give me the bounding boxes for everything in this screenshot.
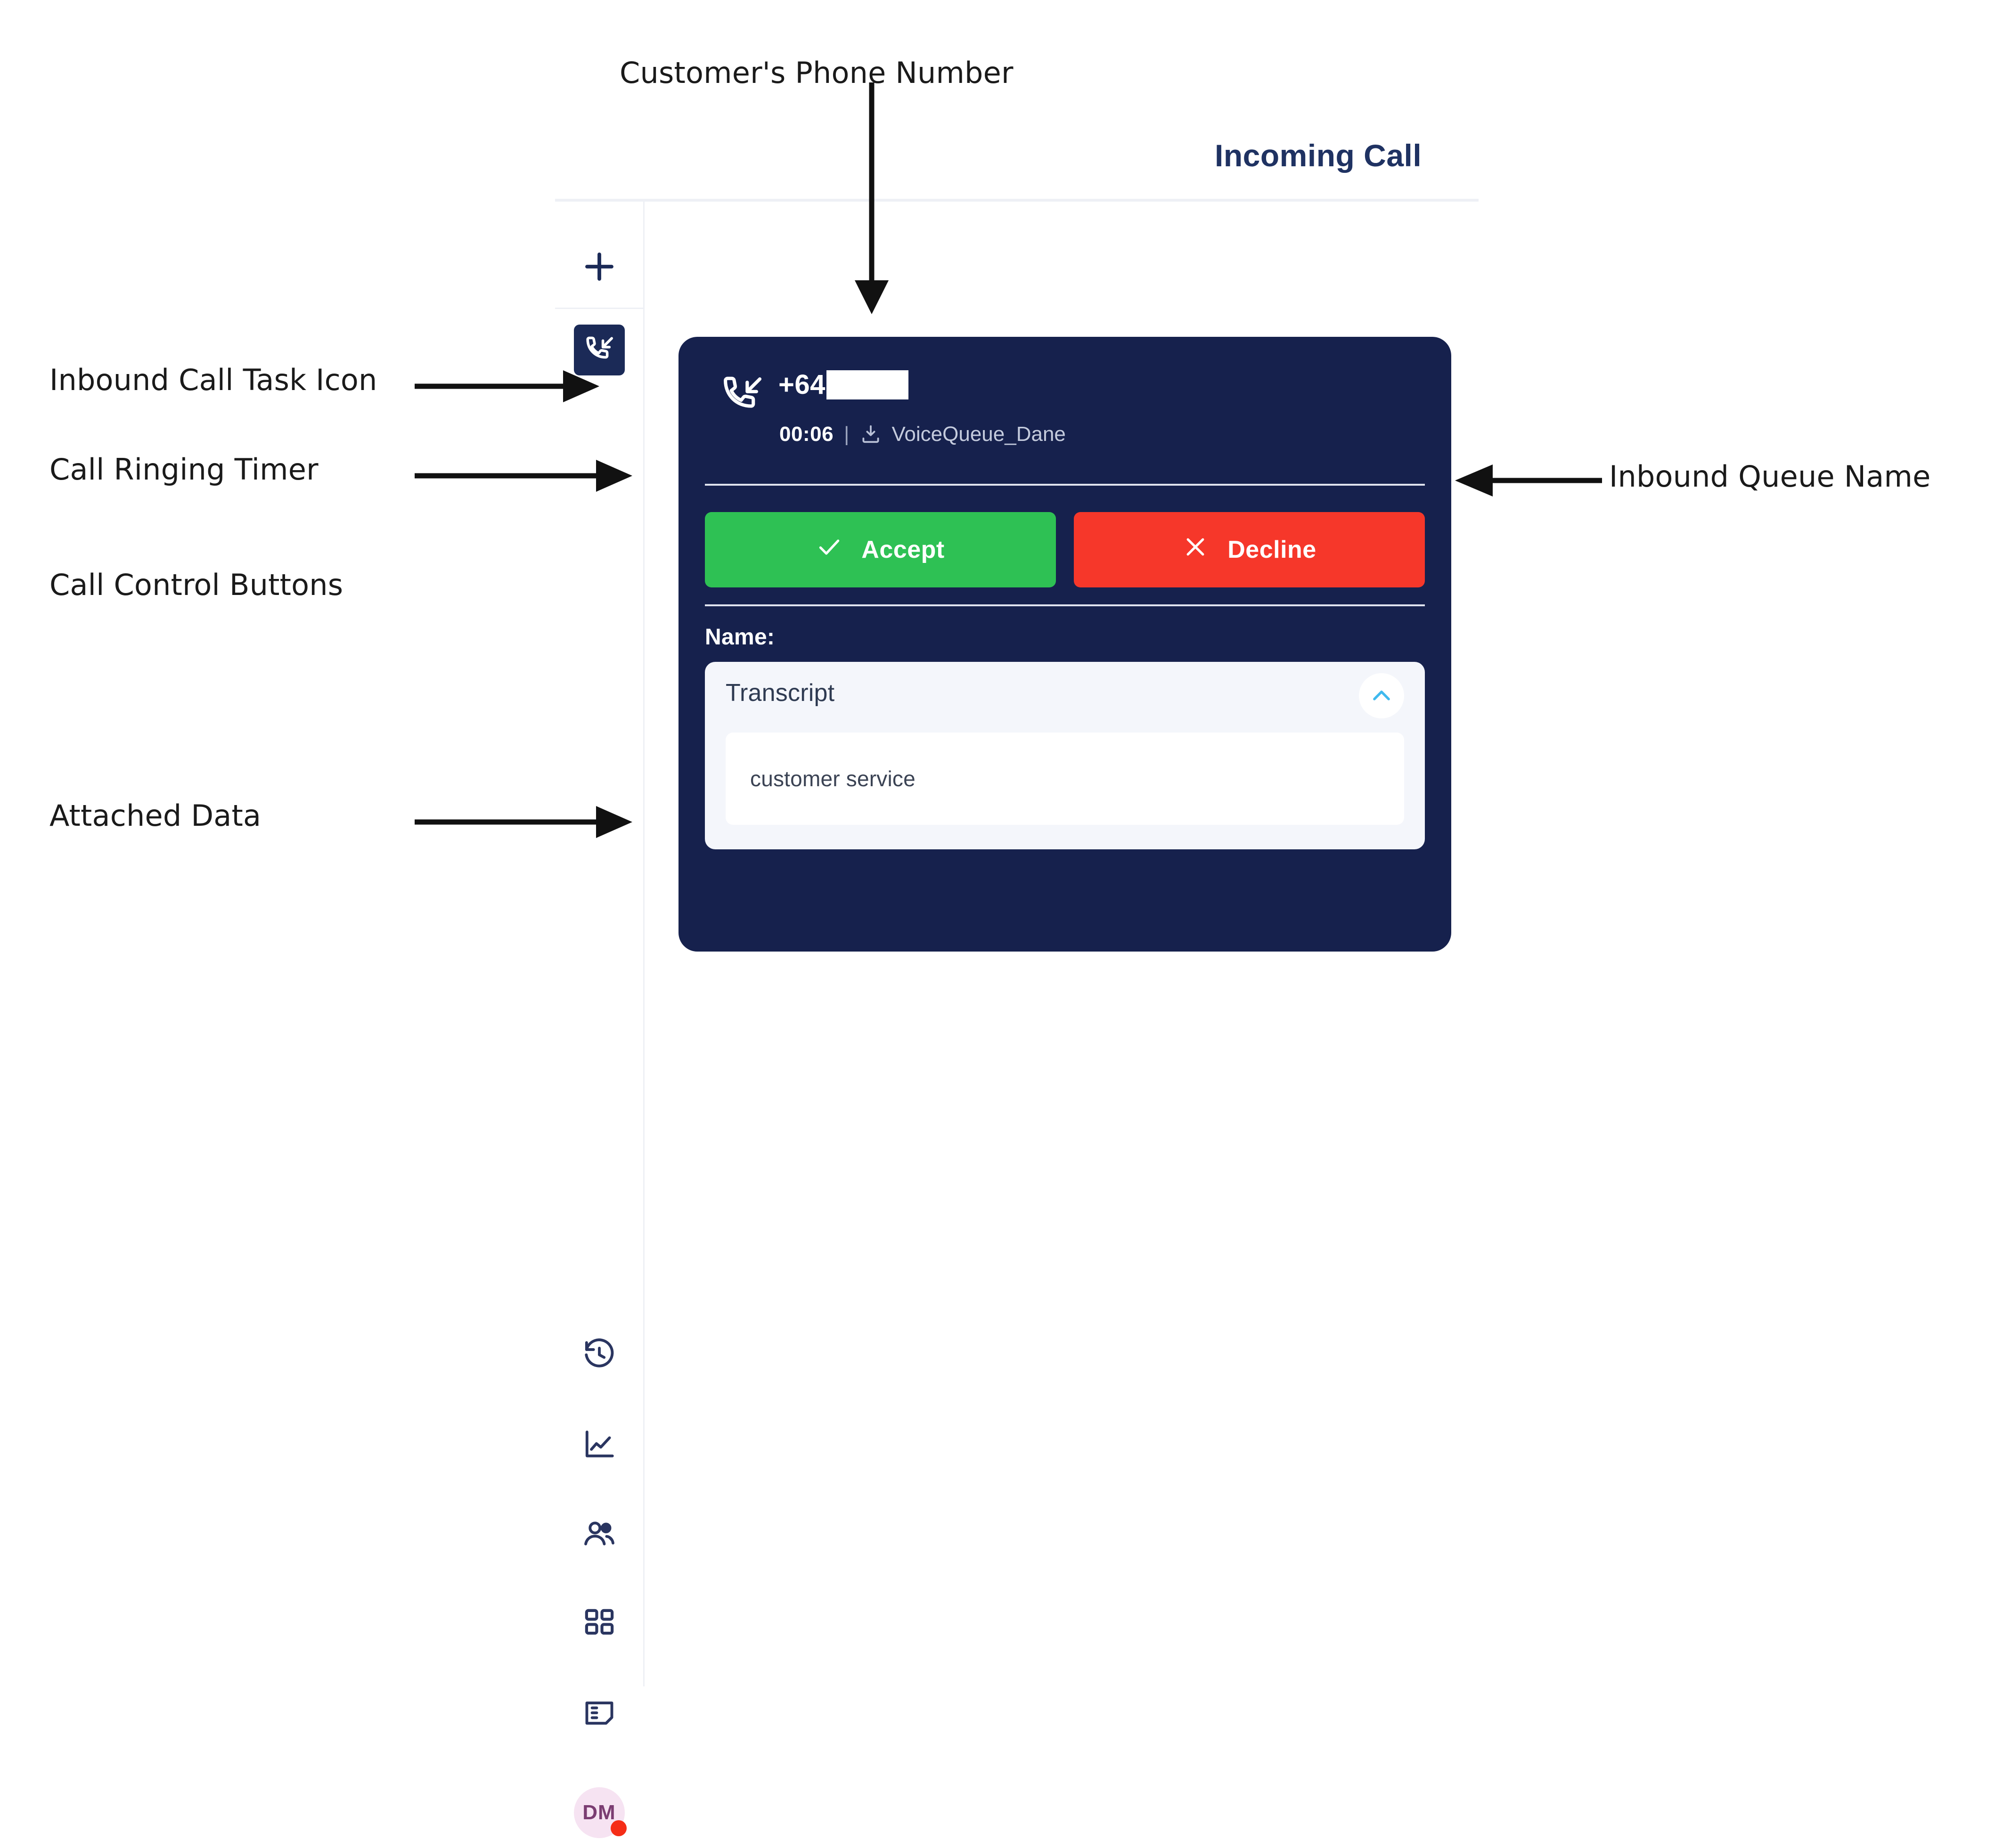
close-icon (1182, 534, 1209, 566)
accept-button[interactable]: Accept (705, 512, 1056, 587)
card-divider-bottom (705, 604, 1425, 606)
call-meta-row: 00:06 | VoiceQueue_Dane (779, 423, 1066, 446)
annotation-inbound-call-task-icon: Inbound Call Task Icon (49, 363, 377, 397)
card-divider-top (705, 484, 1425, 486)
annotation-arrow-right-3 (415, 806, 632, 838)
transcript-title: Transcript (726, 679, 835, 707)
attached-data-label: Name: (705, 625, 775, 650)
task-sidebar: DM (555, 202, 645, 1838)
meta-separator: | (844, 423, 850, 446)
attached-data-panel: Transcript customer service (705, 662, 1425, 849)
people-icon (582, 1516, 617, 1554)
annotation-inbound-queue-name: Inbound Queue Name (1609, 459, 1931, 494)
inbound-call-icon (719, 372, 766, 419)
annotation-arrow-right-1 (415, 370, 599, 402)
annotation-arrow-left (1455, 464, 1602, 497)
transcript-header: Transcript (726, 673, 1404, 718)
avatar-circle: DM (573, 1787, 627, 1838)
chevron-up-icon[interactable] (1359, 673, 1404, 718)
annotation-call-control-buttons: Call Control Buttons (49, 568, 343, 602)
panel-top-rule (555, 199, 1479, 200)
download-icon (859, 423, 882, 446)
incoming-call-card: +64 00:06 | VoiceQueue_Dane A (679, 337, 1451, 952)
annotation-customer-phone-number: Customer's Phone Number (620, 56, 1014, 90)
sidebar-item-inbound-call-task[interactable] (555, 312, 643, 388)
phone-number-text: +64 (778, 369, 826, 400)
sidebar-item-apps[interactable] (555, 1596, 643, 1653)
transcript-value-box: customer service (726, 733, 1404, 825)
decline-button[interactable]: Decline (1074, 512, 1425, 587)
annotation-attached-data: Attached Data (49, 798, 262, 833)
add-task-button[interactable] (555, 228, 643, 309)
avatar[interactable]: DM (555, 1777, 643, 1848)
annotation-arrow-right-2 (415, 460, 632, 492)
inbound-call-icon (573, 325, 625, 375)
transcript-value: customer service (750, 766, 916, 791)
sidebar-item-contacts[interactable] (555, 1506, 643, 1563)
inbound-queue-name: VoiceQueue_Dane (891, 423, 1066, 446)
accept-label: Accept (861, 536, 945, 563)
call-card-header: +64 00:06 | VoiceQueue_Dane (679, 337, 1451, 462)
sidebar-item-reports[interactable] (555, 1417, 643, 1474)
line-chart-icon (582, 1427, 617, 1464)
page-title: Incoming Call (1215, 138, 1422, 173)
avatar-initials: DM (582, 1801, 616, 1824)
plus-icon (581, 248, 618, 287)
check-icon (816, 534, 842, 566)
call-ringing-timer: 00:06 (779, 423, 834, 446)
sidebar-item-notes[interactable] (555, 1685, 643, 1742)
phone-number-redaction (826, 370, 908, 399)
call-control-buttons: Accept Decline (705, 512, 1425, 587)
customer-phone-number: +64 (778, 369, 908, 400)
history-clock-icon (582, 1337, 617, 1375)
annotation-arrow-down (855, 82, 889, 314)
decline-label: Decline (1227, 536, 1316, 563)
notes-card-icon (582, 1695, 617, 1733)
annotation-call-ringing-timer: Call Ringing Timer (49, 452, 319, 487)
sidebar-item-history[interactable] (555, 1327, 643, 1384)
grid-apps-icon (582, 1606, 617, 1643)
status-badge (610, 1820, 627, 1836)
